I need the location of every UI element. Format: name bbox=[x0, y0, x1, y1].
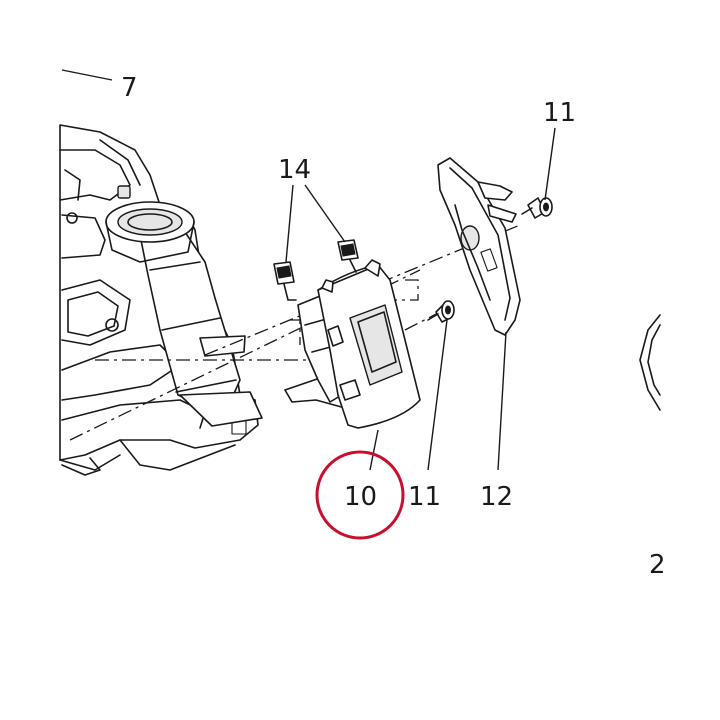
leader-14-b bbox=[304, 184, 346, 243]
highlight-circle bbox=[315, 450, 405, 540]
callout-12: 12 bbox=[480, 482, 513, 512]
leader-lines bbox=[61, 69, 556, 471]
callout-14: 14 bbox=[278, 155, 311, 185]
leader-7 bbox=[61, 69, 113, 81]
frame-assembly bbox=[59, 124, 263, 476]
callout-11-top: 11 bbox=[543, 98, 576, 128]
callout-11-bottom: 11 bbox=[408, 482, 441, 512]
part-11-screw-top bbox=[521, 197, 553, 219]
leader-14-a bbox=[285, 184, 294, 263]
callout-10: 10 bbox=[344, 482, 377, 512]
leader-11-top bbox=[544, 127, 556, 201]
part-14-clip-nuts bbox=[273, 239, 359, 301]
part-10-cover bbox=[284, 259, 421, 429]
leader-11-bottom bbox=[427, 319, 448, 471]
leader-12 bbox=[497, 331, 507, 471]
part-11-screw-bottom bbox=[427, 300, 455, 323]
callout-7: 7 bbox=[121, 73, 138, 103]
clip-nut-right bbox=[337, 239, 359, 273]
partial-part-right bbox=[639, 314, 661, 411]
leader-10 bbox=[369, 429, 379, 471]
clip-nut-left bbox=[273, 261, 297, 301]
part-12-bracket bbox=[437, 157, 521, 336]
callout-2-partial: 2 bbox=[649, 550, 666, 580]
